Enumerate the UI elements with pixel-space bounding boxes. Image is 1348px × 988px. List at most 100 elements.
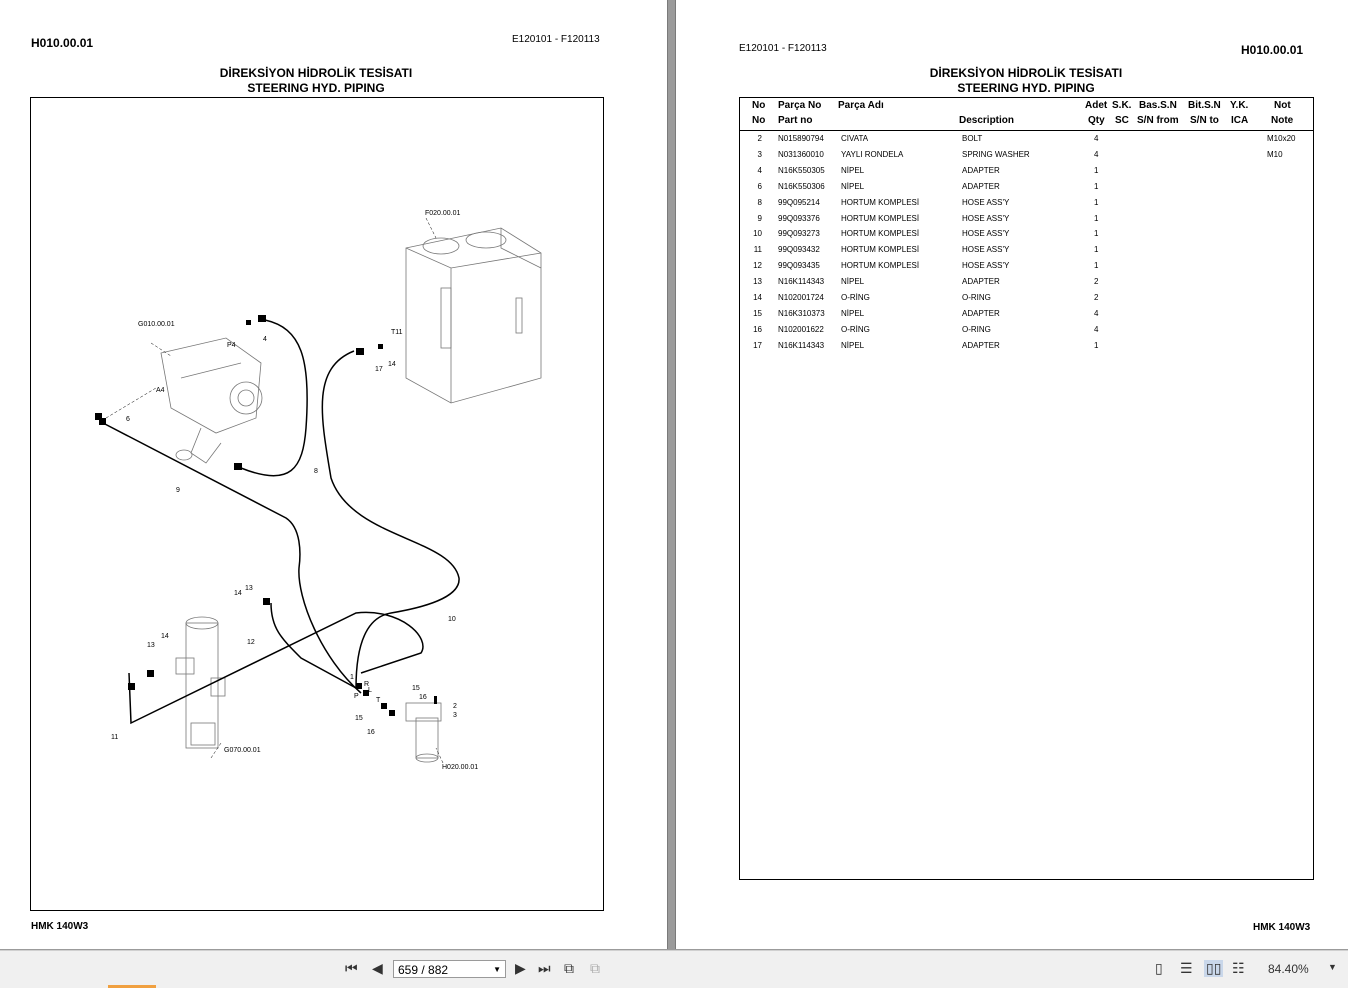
single-page-icon[interactable]: ▯ [1155,960,1163,976]
two-page-continuous-icon[interactable]: ☷ [1232,960,1245,976]
title-en: STEERING HYD. PIPING [957,81,1095,95]
col-bit-tr: Bit.S.N [1188,100,1221,111]
cell-no: 4 [757,165,762,175]
doc-code: H010.00.01 [1241,43,1304,57]
priority-valve [175,616,226,749]
cell-description: SPRING WASHER [962,149,1030,159]
cell-part-no: 99Q093273 [778,229,820,239]
next-page-icon[interactable]: ▶ [515,960,526,976]
col-qty-en: Qty [1088,115,1105,126]
cell-no: 2 [757,134,762,143]
first-page-icon[interactable]: ⏮ [345,960,358,976]
two-page-icon[interactable]: ▯▯ [1204,960,1224,977]
callout: L [368,687,372,694]
callout: 4 [263,336,267,343]
callout: 14 [388,361,396,368]
cell-part-no: 99Q093432 [778,245,820,255]
left-page: H010.00.01 E120101 - F120113 DİREKSİYON … [0,0,668,949]
callout: 15 [355,715,363,722]
cell-qty: 1 [1094,245,1099,255]
fit-width-icon[interactable]: ⧉ [590,960,600,976]
hose-lines [102,319,460,725]
ref-label: F020.00.01 [425,210,461,217]
last-page-icon[interactable]: ⏭ [538,960,551,976]
cell-qty: 4 [1094,134,1099,143]
cell-description: HOSE ASS'Y [962,197,1010,207]
title-tr: DİREKSİYON HİDROLİK TESİSATI [219,66,413,80]
cell-description: O-RING [962,324,991,334]
callout: T11 [391,329,403,336]
ref-label: G070.00.01 [224,747,261,754]
prev-page-icon[interactable]: ◀ [372,960,383,976]
cell-part-name: HORTUM KOMPLESİ [841,245,920,255]
continuous-icon[interactable]: ☰ [1180,960,1193,976]
cell-part-no: 99Q093435 [778,261,820,271]
pdf-toolbar: ⏮ ◀ 659 / 882 ▼ ▶ ⏭ ⧉ ⧉ ▯ ☰ ▯▯ ☷ 84.40% … [0,950,1348,988]
col-bit-en: S/N to [1190,115,1219,126]
zoom-level[interactable]: 84.40% [1268,962,1309,976]
callout: 17 [375,366,383,373]
cell-qty: 4 [1094,308,1099,318]
hydraulic-diagram: F020.00.01 G010.00.01 G070.00.01 H020.00… [95,210,542,771]
cell-no: 6 [757,181,762,191]
cell-description: O-RING [962,293,991,302]
footer-model: HMK 140W3 [31,921,89,932]
ref-label: H020.00.01 [442,764,478,771]
cell-qty: 4 [1094,149,1099,159]
cell-qty: 1 [1094,181,1099,191]
callout: 10 [448,616,456,623]
callout: 14 [161,633,169,640]
cell-part-name: O-RİNG [841,324,870,334]
cell-no: 11 [753,245,762,255]
col-no-tr: No [752,100,766,111]
steering-unit [405,702,442,763]
cell-no: 17 [753,340,762,350]
callout: 6 [126,416,130,423]
cell-qty: 1 [1094,197,1099,207]
callout: 8 [314,468,318,475]
fittings [95,315,437,716]
title-en: STEERING HYD. PIPING [247,81,385,95]
cell-part-no: N16K114343 [778,340,825,350]
cell-qty: 1 [1094,213,1099,223]
hydraulic-pump [160,337,263,464]
parts-drawing: F020.00.01 G010.00.01 G070.00.01 H020.00… [30,97,604,911]
col-not-tr: Not [1274,100,1291,111]
callout: T [376,697,381,704]
fit-page-icon[interactable]: ⧉ [564,960,574,976]
col-part-tr: Parça No [778,100,822,111]
cell-description: ADAPTER [962,340,1000,350]
cell-part-no: N16K310373 [778,308,825,318]
cell-no: 8 [757,197,762,207]
cell-qty: 1 [1094,229,1099,239]
chevron-down-icon[interactable]: ▼ [1328,962,1337,972]
callout: 3 [453,712,457,719]
cell-qty: 4 [1094,324,1099,334]
cell-description: BOLT [962,134,983,143]
callout: P4 [227,342,236,349]
cell-no: 10 [753,229,762,239]
cell-no: 9 [757,213,762,223]
cell-description: ADAPTER [962,181,1000,191]
cell-part-no: N16K114343 [778,277,825,287]
cell-qty: 2 [1094,277,1099,287]
callout: 1 [350,674,354,681]
ref-label: G010.00.01 [138,321,175,328]
cell-no: 3 [757,149,762,159]
cell-no: 14 [753,293,762,302]
cell-description: ADAPTER [962,308,1000,318]
cell-part-name: YAYLI RONDELA [841,149,904,159]
col-qty-tr: Adet [1085,100,1108,111]
cell-part-name: NİPEL [841,277,865,287]
col-sk-tr: S.K. [1112,100,1132,111]
cell-part-no: N031360010 [778,149,824,159]
col-not-en: Note [1271,115,1294,126]
page-number-select[interactable]: 659 / 882 ▼ [393,960,506,978]
